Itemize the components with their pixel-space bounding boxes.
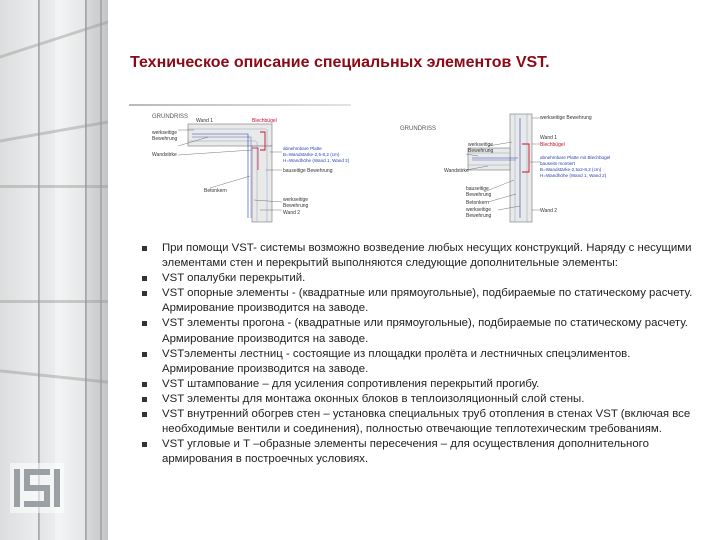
bullet-icon	[142, 442, 147, 448]
list-item: VST опалубки перекрытий.	[142, 271, 702, 286]
drawing-label: Blechbügel	[540, 142, 565, 148]
list-item-text: VST элементы для монтажа оконных блоков …	[162, 392, 585, 405]
company-logo	[10, 463, 64, 513]
list-item: VST элементы для монтажа оконных блоков …	[142, 392, 702, 407]
corner-element-drawing: GRUNDRISS Wand 1 Blechbügel werkseitige …	[152, 114, 350, 223]
list-item-text: VST штампование – для усиления сопротивл…	[162, 377, 540, 390]
drawing-label: Wand 1	[196, 118, 213, 124]
drawing-label: Bewehrung	[466, 192, 492, 198]
panel-seam	[0, 300, 108, 303]
drawing-label: Bewehrung	[283, 203, 309, 209]
drawing-label: Wand 2	[283, 210, 300, 216]
drawing-label: H=Wandhöhe (Wand 1, Wand 2)	[283, 158, 350, 163]
drawing-label: bauseitige Bewehrung	[283, 168, 333, 174]
background-photo-strip	[0, 0, 108, 540]
drawing-label: Bewehrung	[152, 136, 178, 142]
technical-drawing: GRUNDRISS Wand 1 Blechbügel werkseitige …	[152, 113, 610, 223]
bullet-icon	[142, 381, 147, 387]
drawing-heading: GRUNDRISS	[400, 126, 436, 132]
list-item-text: VST внутренний обогрев стен – установка …	[162, 408, 691, 436]
drawing-label: werkseitige	[466, 207, 491, 213]
list-item-text: VST угловые и Т –образные элементы перес…	[162, 438, 649, 466]
list-item: VSTэлементы лестниц - состоящие из площа…	[142, 347, 702, 377]
drawing-label: bauseits montiert	[540, 161, 576, 166]
drawing-label: abnehmbare Platte	[283, 146, 322, 151]
list-item-text: VST опалубки перекрытий.	[162, 272, 306, 285]
panel-edge	[100, 0, 102, 540]
bullet-icon	[142, 321, 147, 327]
drawing-label: werkseitige	[152, 130, 177, 136]
panel-edge	[38, 0, 40, 540]
list-item: При помощи VST- системы возможно возведе…	[142, 241, 702, 271]
list-item: VST угловые и Т –образные элементы перес…	[142, 437, 702, 467]
bullet-icon	[142, 276, 147, 282]
bullet-icon	[142, 351, 147, 357]
drawing-label: abnehmbare Platte mit Blechbügel	[540, 155, 610, 160]
feature-list: При помощи VST- системы возможно возведе…	[142, 241, 702, 467]
drawing-label: Bewehrung	[466, 213, 492, 219]
t-junction-element-drawing: GRUNDRISS werkseitige Bewehrung Wand 1 B…	[400, 113, 610, 223]
drawing-label: Betonkern	[204, 188, 227, 194]
bullet-icon	[142, 412, 147, 418]
drawing-label: Bewehrung	[468, 148, 494, 154]
drawing-label: Wand 2	[540, 208, 557, 214]
wall-panel	[0, 0, 39, 540]
drawing-label: werkseitige	[468, 142, 493, 148]
bullet-icon	[142, 291, 147, 297]
slide-title: Техническое описание специальных элемент…	[130, 54, 550, 71]
bullet-icon	[142, 396, 147, 402]
drawing-heading: GRUNDRISS	[152, 114, 188, 120]
list-item-text: VST опорные элементы - (квадратные или п…	[162, 287, 693, 315]
list-item: VST внутренний обогрев стен – установка …	[142, 407, 702, 437]
list-item-text: VST элементы прогона - (квадратные или п…	[162, 317, 688, 345]
drawing-label: werkseitige	[283, 197, 308, 203]
panel-seam	[0, 185, 108, 188]
wall-panel	[55, 0, 86, 540]
drawing-label: Blechbügel	[252, 118, 277, 124]
panel-edge	[85, 0, 87, 540]
list-item: VST элементы прогона - (квадратные или п…	[142, 316, 702, 346]
drawing-label: Wandstirke	[152, 152, 177, 158]
title-divider	[129, 104, 351, 106]
drawing-label: B=Wandstärke-2,5x2-8,2 (cm)	[540, 167, 602, 172]
list-item-text: VSTэлементы лестниц - состоящие из площа…	[162, 347, 631, 375]
list-item: VST опорные элементы - (квадратные или п…	[142, 286, 702, 316]
drawing-label: Wand 1	[540, 135, 557, 141]
drawing-label: bauseitige	[466, 186, 489, 192]
drawing-label: B=Wandstärke-2,5-8,2 (cm)	[283, 152, 340, 157]
list-item-text: При помощи VST- системы возможно возведе…	[162, 242, 692, 270]
drawing-label: Betonkern	[466, 200, 489, 206]
drawing-label: H=Wandhöhe (Wand 1, Wand 2)	[540, 173, 607, 178]
list-item: VST штампование – для усиления сопротивл…	[142, 377, 702, 392]
drawing-label: Wandstirke	[444, 168, 469, 174]
drawing-label: werkseitige Bewehrung	[540, 115, 592, 121]
bullet-icon	[142, 246, 147, 251]
